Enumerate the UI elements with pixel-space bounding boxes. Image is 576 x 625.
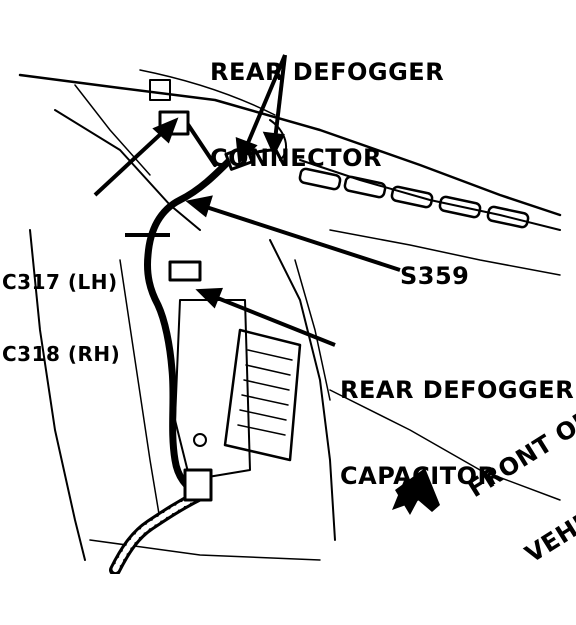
clip (183, 468, 213, 502)
label-c318: C318 (RH) (2, 342, 121, 366)
deck-lower (329, 229, 561, 276)
quarter-panel (269, 239, 336, 541)
window-clip (149, 79, 171, 101)
leader-arrows (93, 54, 401, 347)
bracket-hole (193, 433, 207, 447)
trunk-wall (329, 389, 561, 501)
label-line: CAPACITOR (340, 461, 497, 490)
arrow-down-left-icon (392, 468, 440, 515)
capacitor-ribs (237, 349, 293, 436)
deck-edge (299, 159, 561, 231)
label-line: REAR DEFOGGER (210, 57, 445, 86)
roof-edge (74, 84, 151, 176)
label-splice: S359 (400, 262, 470, 290)
harness-lower-wrap (112, 492, 203, 573)
label-line: CONNECTOR (210, 143, 382, 172)
label-rear-defogger-connector: REAR DEFOGGER CONNECTOR (210, 0, 444, 230)
pillar-left (29, 229, 86, 561)
label-line: VEHICLE (520, 482, 576, 569)
label-line: FRONT OF (462, 404, 576, 503)
quarter-inner (294, 259, 331, 401)
label-rear-defogger-capacitor: REAR DEFOGGER CAPACITOR (340, 318, 574, 548)
rear-glass-edge (54, 109, 201, 231)
connector-lead-2 (269, 119, 288, 161)
wiring-diagram: REAR DEFOGGER CONNECTOR C317 (LH) C318 (… (2, 0, 576, 574)
body-panel-outline (18, 73, 562, 217)
deck-grille (298, 167, 530, 229)
label-c317: C317 (LH) (2, 270, 118, 294)
harness-main (144, 156, 234, 499)
pillar-inner (119, 259, 161, 521)
label-connectors: C317 (LH) C318 (RH) (2, 222, 120, 414)
bracket (174, 299, 251, 481)
label-line: REAR DEFOGGER (340, 375, 575, 404)
capacitor-housing (223, 328, 302, 462)
c317-connector (168, 260, 202, 282)
line-drawing (18, 54, 562, 574)
